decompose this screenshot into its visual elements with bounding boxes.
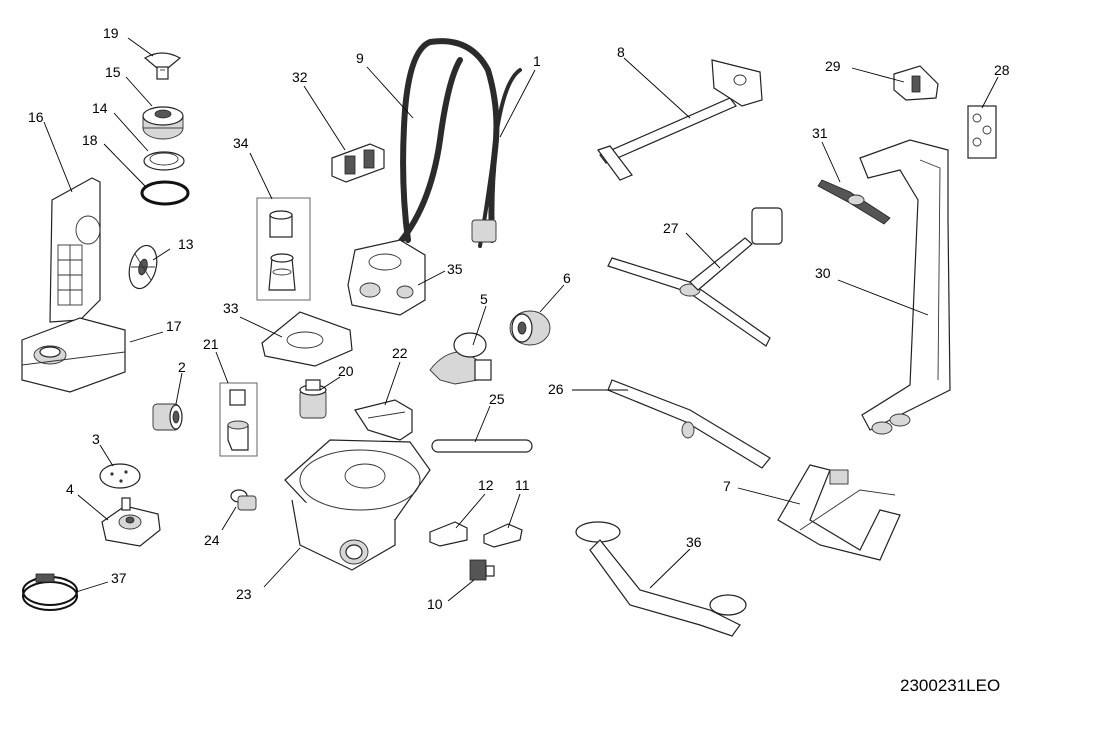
part-number-34: 34 [233,135,249,151]
part-14-ring [143,151,185,171]
part-number-23: 23 [236,586,252,602]
part-number-21: 21 [203,336,219,352]
part-3-disc [99,463,141,489]
part-number-32: 32 [292,69,308,85]
part-15-nut [142,106,184,140]
part-number-26: 26 [548,381,564,397]
part-28-block [967,105,997,159]
part-21-sensor [219,382,258,457]
part-19-nozzle [143,52,182,80]
part-number-30: 30 [815,265,831,281]
part-6-motor [509,310,551,346]
part-number-16: 16 [28,109,44,125]
part-30-riser [859,139,951,435]
part-35-valve [347,239,426,316]
part-number-10: 10 [427,596,443,612]
part-number-28: 28 [994,62,1010,78]
part-number-33: 33 [223,300,239,316]
part-number-22: 22 [392,345,408,361]
part-8-spray-tube [597,59,763,181]
part-20-sensor [299,379,327,419]
part-11-12-clips [429,521,523,548]
part-37-clamp [22,573,78,611]
part-labels: 19 15 14 18 16 13 17 2 3 4 37 34 32 9 1 … [28,25,1010,612]
part-number-5: 5 [480,291,488,307]
part-1-9-hoses [392,38,522,251]
part-2-coupling [152,403,183,431]
part-10-latch [469,559,495,581]
part-32-clip [331,143,385,183]
part-7-manifold [777,464,901,561]
part-29-bracket [893,65,939,101]
part-22-cover [354,399,413,441]
part-31-small-arm [817,179,891,225]
part-number-4: 4 [66,481,74,497]
part-number-7: 7 [723,478,731,494]
part-number-3: 3 [92,431,100,447]
part-number-9: 9 [356,50,364,66]
part-5-pump [429,332,492,385]
part-25-tube [431,439,533,453]
part-number-29: 29 [825,58,841,74]
part-34-filter-set [256,197,311,301]
part-18-gasket [140,180,190,206]
document-code: 2300231LEO [900,676,1001,695]
part-13-disc [128,244,158,290]
part-36-duct [575,521,747,637]
part-number-15: 15 [105,64,121,80]
leader-lines [43,37,999,602]
part-number-17: 17 [166,318,182,334]
part-number-8: 8 [617,44,625,60]
part-number-37: 37 [111,570,127,586]
part-24-fitting [230,489,257,511]
part-number-35: 35 [447,261,463,277]
part-number-25: 25 [489,391,505,407]
part-number-24: 24 [204,532,220,548]
part-number-19: 19 [103,25,119,41]
part-number-14: 14 [92,100,108,116]
part-4-bracket [101,497,161,547]
part-number-20: 20 [338,363,354,379]
part-number-18: 18 [82,132,98,148]
part-26-lower-arm [607,379,771,469]
part-23-sump [284,439,431,571]
part-number-27: 27 [663,220,679,236]
part-number-12: 12 [478,477,494,493]
part-33-plate [261,311,353,367]
part-number-11: 11 [515,477,530,493]
part-number-6: 6 [563,270,571,286]
part-number-31: 31 [812,125,828,141]
part-number-2: 2 [178,359,186,375]
part-number-1: 1 [533,53,541,69]
part-number-13: 13 [178,236,194,252]
part-number-36: 36 [686,534,702,550]
part-16-17-tower [21,177,126,393]
part-27-spray-arm [607,207,783,347]
